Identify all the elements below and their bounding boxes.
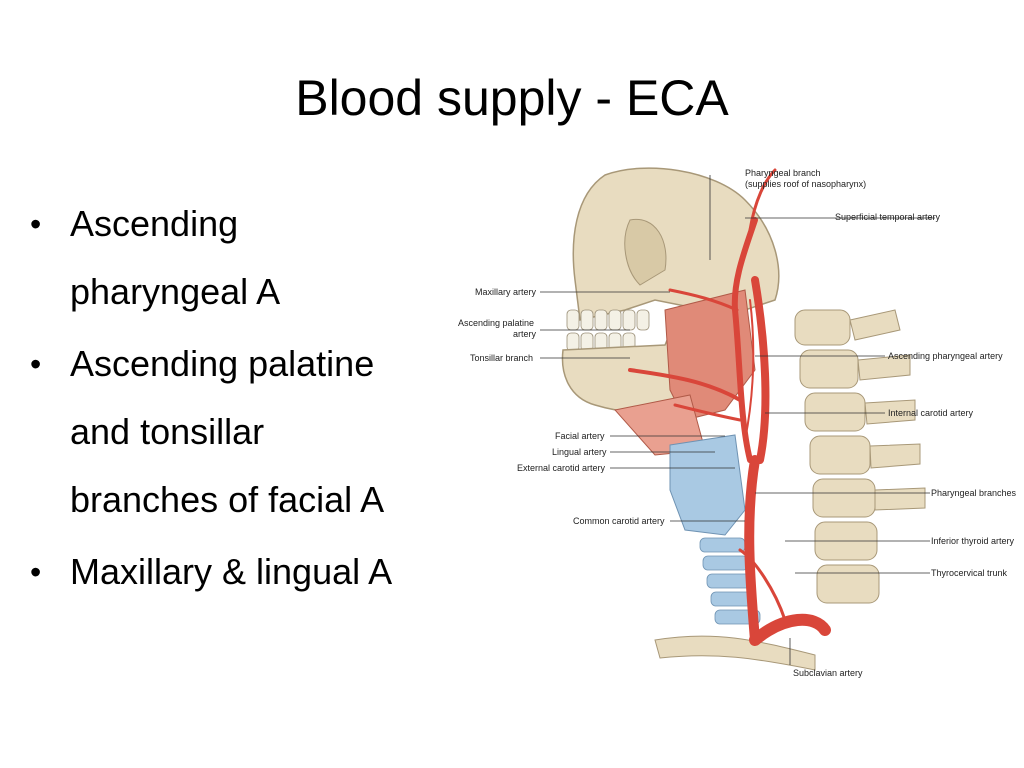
- label-subclavian-artery: Subclavian artery: [793, 668, 863, 678]
- bullet-line: Ascending: [70, 203, 239, 244]
- maxillary-artery: [668, 288, 739, 312]
- label-ascending-palatine-artery: Ascending palatine: [458, 318, 534, 328]
- neck-artery-diagram: Pharyngeal branch (supplies roof of naso…: [458, 167, 1017, 678]
- label-ascending-pharyngeal-artery: Ascending pharyngeal artery: [888, 351, 1003, 361]
- larynx-cartilage: [669, 434, 746, 536]
- common-carotid-artery: [744, 455, 760, 645]
- label-ascending-palatine-artery-2: artery: [513, 329, 537, 339]
- pharyngeal-muscle: [664, 289, 756, 421]
- bullet-line: branches of facial A: [70, 479, 385, 520]
- label-superficial-temporal-artery: Superficial temporal artery: [835, 212, 941, 222]
- orbit-shape: [624, 218, 667, 286]
- anatomy-illustration: Pharyngeal branch (supplies roof of naso…: [455, 160, 1024, 685]
- label-common-carotid-artery: Common carotid artery: [573, 516, 665, 526]
- bullet-item: • Maxillary & lingual A: [28, 538, 468, 606]
- internal-carotid-artery: [751, 276, 770, 464]
- external-carotid-artery: [731, 217, 758, 463]
- label-pharyngeal-branch: Pharyngeal branch: [745, 168, 821, 178]
- label-lingual-artery: Lingual artery: [552, 447, 607, 457]
- bullet-icon: •: [30, 554, 42, 590]
- label-tonsillar-branch: Tonsillar branch: [470, 353, 533, 363]
- teeth: [566, 309, 650, 352]
- inferior-thyroid-artery: [738, 548, 787, 622]
- cervical-spine: [794, 309, 926, 604]
- ascending-pharyngeal-artery: [744, 299, 755, 441]
- lingual-artery: [673, 403, 742, 422]
- label-pharyngeal-branches: Pharyngeal branches: [931, 488, 1017, 498]
- bullet-line: Maxillary & lingual A: [70, 551, 393, 592]
- bullet-icon: •: [30, 346, 42, 382]
- clavicle: [654, 635, 816, 671]
- bullet-line: Ascending palatine: [70, 343, 375, 384]
- label-internal-carotid-artery: Internal carotid artery: [888, 408, 974, 418]
- skull-shape: [572, 167, 780, 321]
- bullet-line: and tonsillar: [70, 411, 265, 452]
- bullet-line: pharyngeal A: [70, 271, 281, 312]
- label-inferior-thyroid-artery: Inferior thyroid artery: [931, 536, 1015, 546]
- label-external-carotid-artery: External carotid artery: [517, 463, 606, 473]
- bullet-icon: •: [30, 206, 42, 242]
- slide-title: Blood supply - ECA: [295, 70, 729, 126]
- subclavian-artery: [749, 613, 831, 646]
- arteries: [628, 168, 831, 646]
- bullet-item: • Ascending pharyngeal A: [28, 190, 468, 326]
- bullet-item: • Ascending palatine and tonsillar branc…: [28, 330, 468, 534]
- label-thyrocervical-trunk: Thyrocervical trunk: [931, 568, 1008, 578]
- label-pharyngeal-branch-note: (supplies roof of nasopharynx): [745, 179, 866, 189]
- superficial-temporal-artery: [748, 168, 777, 232]
- facial-artery: [628, 368, 742, 402]
- label-facial-artery: Facial artery: [555, 431, 605, 441]
- label-leaders: [540, 175, 935, 665]
- bullet-list: • Ascending pharyngeal A • Ascending pal…: [28, 190, 468, 610]
- label-maxillary-artery: Maxillary artery: [475, 287, 537, 297]
